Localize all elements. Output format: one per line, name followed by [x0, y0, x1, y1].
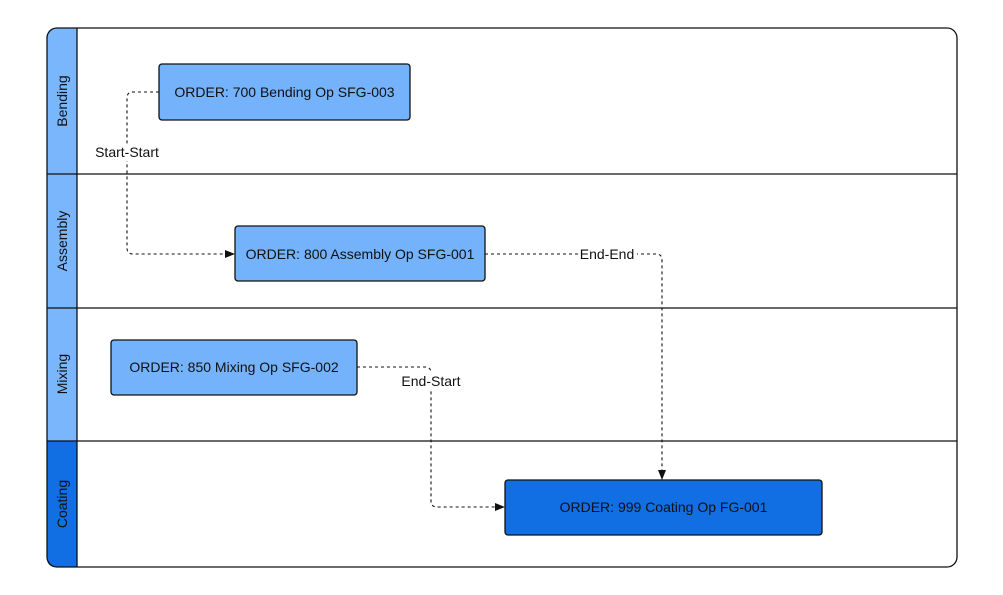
diagram-frame — [46, 27, 958, 568]
edge-label-bg — [398, 373, 464, 390]
node-box — [504, 479, 823, 536]
node-order-800[interactable]: ORDER: 800 Assembly Op SFG-001 — [234, 225, 486, 282]
lane-header-bending — [47, 28, 77, 174]
lane-label-mixing: Mixing — [54, 354, 70, 394]
lane-label-coating: Coating — [54, 480, 70, 528]
node-label: ORDER: 700 Bending Op SFG-003 — [174, 84, 394, 100]
node-order-999[interactable]: ORDER: 999 Coating Op FG-001 — [504, 479, 823, 536]
node-label: ORDER: 850 Mixing Op SFG-002 — [129, 359, 339, 375]
node-box — [110, 339, 358, 396]
lane-label-bending: Bending — [54, 75, 70, 126]
node-label: ORDER: 999 Coating Op FG-001 — [560, 499, 768, 515]
edge-start-start — [126, 91, 235, 258]
edge-end-start — [357, 366, 505, 511]
edge-end-end — [485, 253, 666, 480]
node-label: ORDER: 800 Assembly Op SFG-001 — [246, 246, 475, 262]
node-box — [158, 63, 411, 121]
lane-header-mixing — [47, 308, 77, 441]
edge-label-start-start: Start-Start — [95, 144, 159, 160]
edge-label-end-end: End-End — [580, 246, 634, 262]
lane-header-assembly — [47, 174, 77, 308]
lane-label-assembly: Assembly — [54, 211, 70, 272]
edge-label-end-start: End-Start — [401, 373, 460, 389]
lane-header-coating — [47, 441, 77, 567]
node-box — [234, 225, 486, 282]
edge-label-bg — [93, 144, 163, 161]
node-order-850[interactable]: ORDER: 850 Mixing Op SFG-002 — [110, 339, 358, 396]
node-order-700[interactable]: ORDER: 700 Bending Op SFG-003 — [158, 63, 411, 121]
edge-label-bg — [578, 246, 637, 263]
